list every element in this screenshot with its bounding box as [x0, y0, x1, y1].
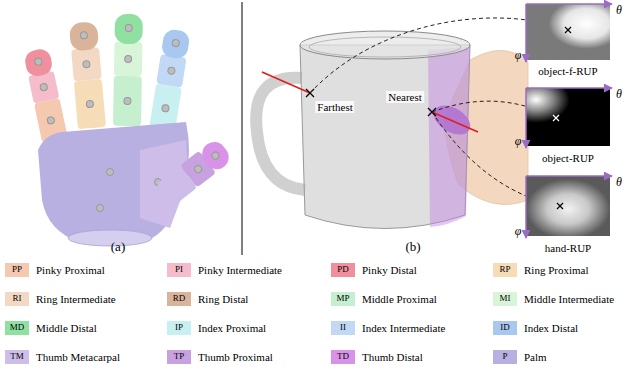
part-abbreviation: TD [337, 352, 349, 362]
axis-label: θ [616, 176, 622, 189]
mug-scene [256, 18, 568, 229]
legend-text: Thumb Proximal [198, 351, 273, 363]
part-abbreviation: MP [336, 294, 349, 304]
legend-text: Ring Intermediate [36, 293, 116, 305]
part-abbreviation: TP [174, 352, 185, 362]
legend-text: Middle Intermediate [524, 293, 614, 305]
axis-label: θ [616, 88, 622, 101]
legend-text: Pinky Distal [362, 264, 417, 276]
panel-caption: object-f-RUP [538, 65, 597, 77]
part-abbreviation: PP [12, 265, 22, 275]
divider [242, 2, 243, 255]
legend-text: Ring Proximal [524, 264, 588, 276]
panel-caption: hand-RUP [545, 242, 591, 254]
point-label: Nearest [386, 91, 424, 103]
hand-model [23, 14, 233, 246]
legend-text: Thumb Distal [362, 351, 423, 363]
axis-label: φ [515, 49, 522, 62]
legend-text: Pinky Intermediate [198, 264, 282, 276]
legend-text: Palm [524, 351, 547, 363]
figure-tag: (a) [111, 240, 125, 254]
part-abbreviation: PD [337, 265, 349, 275]
legend-text: Middle Proximal [362, 293, 437, 305]
part-abbreviation: PI [175, 265, 183, 275]
figure-tag: (b) [405, 240, 420, 254]
legend-text: Ring Distal [198, 293, 248, 305]
part-abbreviation: RP [499, 265, 510, 275]
axis-label: φ [515, 225, 522, 238]
part-abbreviation: IP [175, 323, 183, 333]
axis-label: φ [515, 135, 522, 148]
part-abbreviation: TM [10, 352, 24, 362]
legend-text: Index Proximal [198, 322, 266, 334]
legend-text: Index Distal [524, 322, 578, 334]
part-abbreviation: MD [10, 323, 25, 333]
panel-caption: object-RUP [542, 152, 594, 164]
part-abbreviation: ID [500, 323, 510, 333]
axis-label: θ [616, 4, 622, 17]
part-abbreviation: RI [13, 294, 22, 304]
legend-text: Index Intermediate [362, 322, 445, 334]
point-label: Farthest [315, 101, 354, 113]
legend-text: Thumb Metacarpal [36, 351, 120, 363]
legend-text: Middle Distal [36, 322, 97, 334]
rup-panels [526, 4, 612, 238]
part-abbreviation: P [502, 352, 507, 362]
part-abbreviation: MI [500, 294, 511, 304]
part-abbreviation: RD [173, 294, 186, 304]
part-abbreviation: II [340, 323, 346, 333]
legend-text: Pinky Proximal [36, 264, 105, 276]
